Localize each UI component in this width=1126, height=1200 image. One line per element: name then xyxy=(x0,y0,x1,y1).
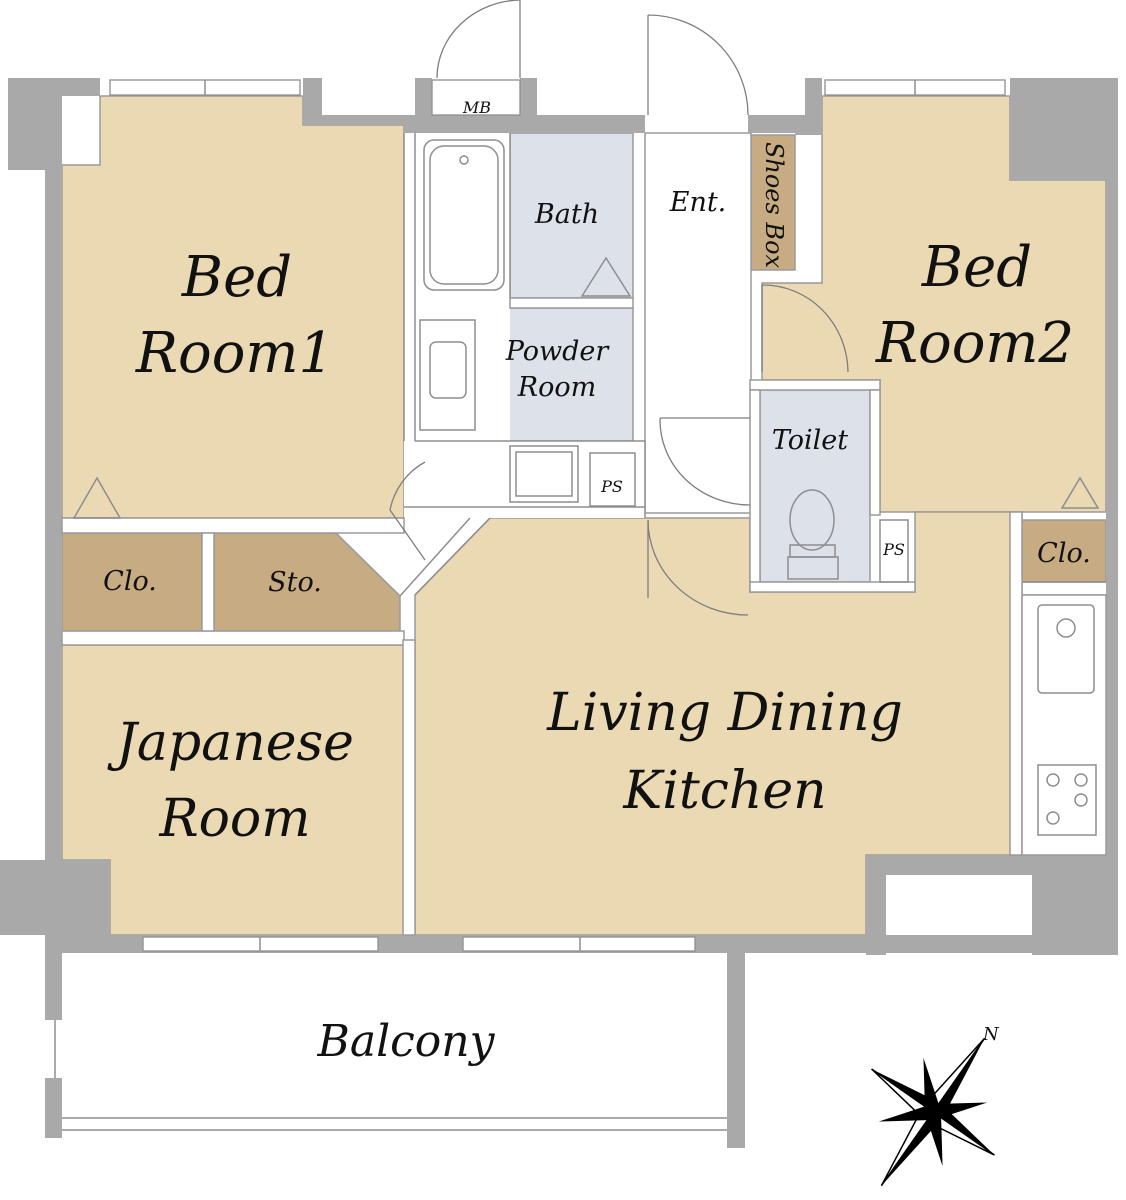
wall-top-entry-right xyxy=(748,78,822,135)
closet-right-label: Clo. xyxy=(1037,538,1091,569)
washing-machine-pan xyxy=(509,445,579,503)
toilet-bowl-icon xyxy=(789,489,835,551)
floor-areas xyxy=(61,95,1107,936)
wall-top-left xyxy=(8,78,100,170)
powder-room-label-line1: Powder xyxy=(505,336,611,367)
ps-left-label: PS xyxy=(600,477,623,496)
window xyxy=(462,936,696,952)
entrance-label: Ent. xyxy=(669,187,727,218)
balcony-label: Balcony xyxy=(317,1016,496,1067)
ps-box-left xyxy=(589,452,636,507)
balcony-right-wall xyxy=(727,953,745,1148)
kitchen-counter xyxy=(1021,594,1107,856)
shoes-box-label: Shoes Box xyxy=(760,142,788,269)
washbasin xyxy=(419,319,476,431)
ldk-label-line2: Kitchen xyxy=(622,761,826,821)
bath-vent-triangle xyxy=(580,256,632,297)
wall-left-edge xyxy=(45,165,62,865)
bath-label: Bath xyxy=(534,199,599,230)
powder-room-label-line2: Room xyxy=(517,372,596,403)
doors xyxy=(389,0,849,616)
toilet-label: Toilet xyxy=(772,425,848,456)
ps-right-label: PS xyxy=(882,540,905,559)
balcony-left-post-low xyxy=(45,1078,62,1138)
japanese-room-label-line2: Room xyxy=(158,789,310,849)
closet-vent-left xyxy=(72,476,122,519)
kitchen-sink xyxy=(1037,604,1095,694)
bathtub xyxy=(423,139,505,291)
toilet-floor xyxy=(759,389,871,583)
fixtures xyxy=(72,139,1100,836)
japanese-room-label-line1: Japanese xyxy=(107,713,354,773)
mb-label: MB xyxy=(462,98,491,117)
storage-label: Sto. xyxy=(268,567,322,598)
closet-vent-right xyxy=(1060,476,1100,509)
compass-rose: N xyxy=(871,1024,1000,1187)
wall-bottom-left-column xyxy=(0,860,110,955)
compass-north-label: N xyxy=(982,1024,1000,1045)
window xyxy=(431,79,521,116)
wall-right-edge xyxy=(1106,180,1118,855)
closet-left-label: Clo. xyxy=(103,566,157,597)
bedroom1-label-line1: Bed xyxy=(181,245,292,310)
partitions xyxy=(54,133,1107,1131)
wall-top-right xyxy=(1010,78,1118,180)
labels: Bed Room1 Bed Room2 Japanese Room Living… xyxy=(103,98,1091,1067)
windows xyxy=(109,79,1006,952)
balcony-left-post xyxy=(45,955,62,1020)
bedroom2-label-line1: Bed xyxy=(921,235,1032,300)
entrance-floor xyxy=(644,132,752,514)
ps-box-right xyxy=(879,519,909,583)
stove xyxy=(1037,764,1097,836)
bedroom2-label-line2: Room2 xyxy=(875,311,1074,376)
wall-top-center xyxy=(303,78,645,133)
wall-bottom-right-column xyxy=(866,855,1118,955)
ldk-label-line1: Living Dining xyxy=(546,683,903,743)
closet-left-floor xyxy=(61,532,203,632)
bedroom1-label-line2: Room1 xyxy=(135,321,334,386)
